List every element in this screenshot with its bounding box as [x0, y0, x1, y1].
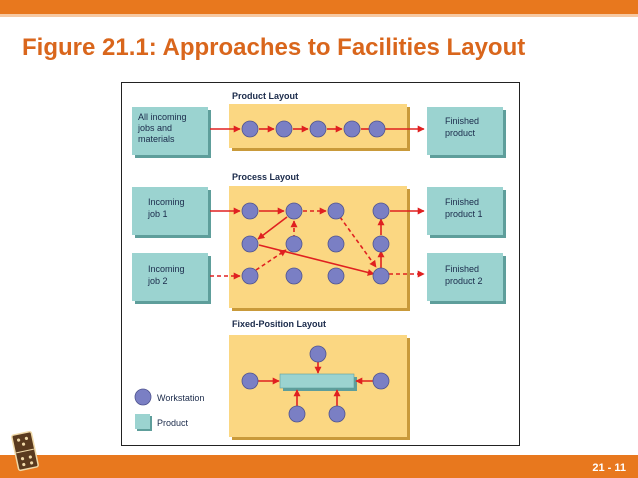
process-workstation-icon [372, 235, 390, 253]
svg-text:Finished product 2: Finished product 2 [445, 264, 483, 286]
domino-logo-icon [11, 430, 39, 472]
fixed-workstation-icon [372, 372, 390, 390]
process-workstation-icon [327, 235, 345, 253]
figure-frame: Product Layout All incoming jobs and mat… [121, 82, 520, 446]
process-layout-title: Process Layout [232, 172, 299, 182]
process-output2-label-line1: Finished [445, 264, 479, 274]
process-workstation-icon [327, 202, 345, 220]
product-workstation-icon [275, 120, 293, 138]
process-input2-label-line1: Incoming [148, 264, 185, 274]
fixed-product-bar [279, 373, 357, 391]
legend: Workstation Product [134, 388, 204, 431]
product-output-label-line1: Finished [445, 116, 479, 126]
slide-number: 21 - 11 [592, 462, 626, 474]
fixed-flow-arrows [258, 362, 373, 406]
process-output1-label-line1: Finished [445, 197, 479, 207]
svg-text:Incoming job 2: Incoming job 2 [147, 264, 187, 286]
process-output2-label-line2: product 2 [445, 276, 483, 286]
product-layout-title: Product Layout [232, 91, 298, 101]
legend-workstation-label: Workstation [157, 393, 204, 403]
process-workstation-icon [372, 267, 390, 285]
fixed-workstation-icon [288, 405, 306, 423]
process-flow-arrows [210, 207, 425, 280]
legend-product-icon [135, 414, 152, 431]
process-workstation-icon [241, 202, 259, 220]
product-workstation-icon [368, 120, 386, 138]
process-input2-label-line2: job 2 [147, 276, 168, 286]
svg-text:Finished product: Finished product [445, 116, 482, 138]
process-workstation-icon [285, 267, 303, 285]
bottom-accent-bar [0, 455, 638, 478]
product-input-label-line3: materials [138, 134, 175, 144]
svg-text:Finished product 1: Finished product 1 [445, 197, 483, 219]
process-workstation-icon [241, 267, 259, 285]
fixed-workstation-icon [241, 372, 259, 390]
process-workstation-icon [327, 267, 345, 285]
product-workstation-icon [343, 120, 361, 138]
process-workstation-icon [241, 235, 259, 253]
process-output1-box: Finished product 1 [427, 187, 506, 238]
product-input-label-line1: All incoming [138, 112, 187, 122]
fixed-layout-title: Fixed-Position Layout [232, 319, 326, 329]
product-output-label-line2: product [445, 128, 476, 138]
fixed-workstation-icon [328, 405, 346, 423]
process-input1-box: Incoming job 1 [132, 187, 211, 238]
svg-text:Incoming job 1: Incoming job 1 [147, 197, 187, 219]
product-input-box: All incoming jobs and materials [132, 107, 211, 158]
process-output2-box: Finished product 2 [427, 253, 506, 304]
process-workstation-icon [285, 202, 303, 220]
process-input2-box: Incoming job 2 [132, 253, 211, 304]
product-output-box: Finished product [427, 107, 506, 158]
process-input1-label-line1: Incoming [148, 197, 185, 207]
facilities-layout-diagram: Product Layout All incoming jobs and mat… [132, 91, 506, 440]
process-input1-label-line2: job 1 [147, 209, 168, 219]
svg-text:All incoming jobs and: All incoming jobs and materials [137, 112, 189, 144]
top-accent-line [0, 14, 638, 17]
top-accent-bar [0, 0, 638, 14]
product-workstation-icon [309, 120, 327, 138]
legend-workstation-icon [134, 388, 152, 406]
legend-product-label: Product [157, 418, 189, 428]
product-input-label-line2: jobs and [137, 123, 172, 133]
process-workstation-icon [285, 235, 303, 253]
fixed-workstation-icon [309, 345, 327, 363]
product-workstation-icon [241, 120, 259, 138]
process-workstation-icon [372, 202, 390, 220]
process-output1-label-line2: product 1 [445, 209, 483, 219]
slide-title: Figure 21.1: Approaches to Facilities La… [22, 34, 526, 61]
